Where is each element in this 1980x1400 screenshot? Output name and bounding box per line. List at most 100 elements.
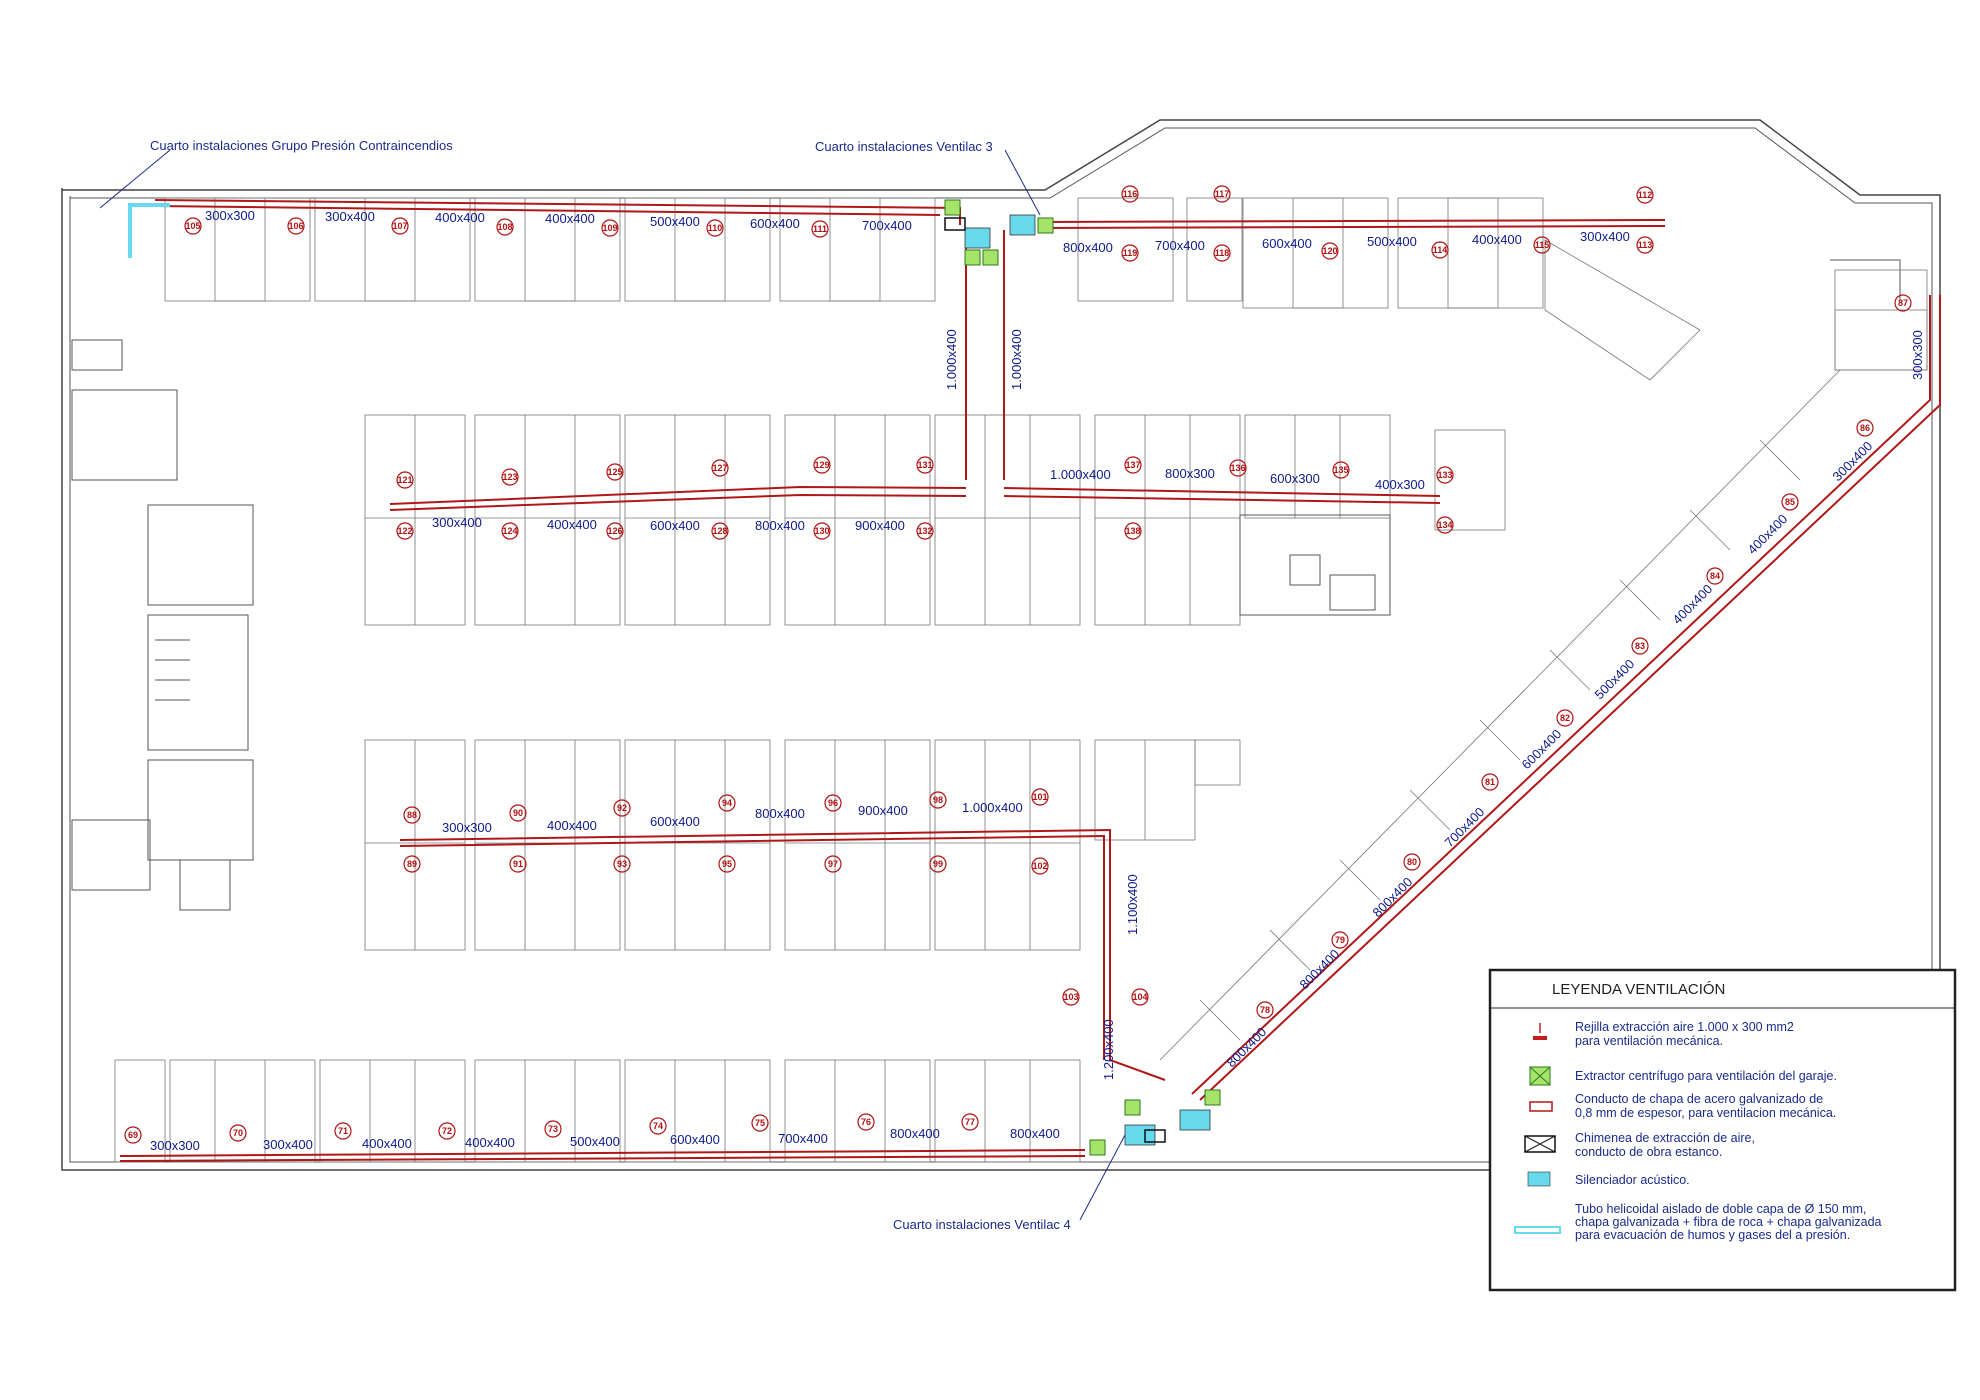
grille-marker	[929, 855, 947, 873]
grille-number: 129	[814, 460, 829, 470]
grille-marker	[613, 855, 631, 873]
room-callouts: Cuarto instalaciones Grupo Presión Contr…	[99, 138, 1126, 1232]
duct-size-label: 800x400	[1010, 1126, 1060, 1141]
grille-number: 89	[407, 859, 417, 869]
grille-number: 101	[1032, 792, 1047, 802]
extractors	[944, 199, 1221, 1156]
grille-marker	[1213, 244, 1231, 262]
grille-marker	[711, 522, 729, 540]
grille-marker	[1706, 567, 1724, 585]
duct-size-label: 400x400	[1670, 581, 1716, 627]
silencer-icon	[1527, 1171, 1551, 1187]
grille-number: 136	[1230, 463, 1245, 473]
duct-size-label: 800x400	[755, 806, 805, 821]
grille-marker	[718, 794, 736, 812]
grille-marker	[1436, 466, 1454, 484]
grille-marker	[606, 463, 624, 481]
duct-size-label: 600x400	[1262, 236, 1312, 251]
duct-size-label: 500x400	[570, 1134, 620, 1149]
duct-size-label: 600x400	[650, 518, 700, 533]
duct-size-label: 1.100x400	[1125, 874, 1140, 935]
duct-size-label: 600x400	[670, 1132, 720, 1147]
grille-number: 83	[1635, 641, 1645, 651]
grille-marker	[1894, 294, 1912, 312]
grille-number: 98	[933, 795, 943, 805]
grille-number: 73	[548, 1124, 558, 1134]
duct-icon	[1529, 1101, 1553, 1112]
grille-marker	[1636, 186, 1654, 204]
grille-marker	[1856, 419, 1874, 437]
grille-marker	[1031, 857, 1049, 875]
grille-marker	[1636, 236, 1654, 254]
duct-size-label: 400x400	[362, 1136, 412, 1151]
grille-number: 130	[814, 526, 829, 536]
legend-silencer-line1: Silenciador acústico.	[1575, 1173, 1690, 1187]
duct-size-label: 900x400	[855, 518, 905, 533]
grille-number: 105	[185, 221, 200, 231]
grille-marker	[1781, 493, 1799, 511]
grille-marker	[824, 855, 842, 873]
grille-number: 131	[917, 460, 932, 470]
duct-size-label: 300x300	[1910, 330, 1925, 380]
helical-tube	[128, 203, 170, 258]
grille-number: 77	[965, 1117, 975, 1127]
grille-marker	[1121, 244, 1139, 262]
parking-stalls	[114, 197, 1928, 1163]
duct-size-label: 800x400	[755, 518, 805, 533]
grille-marker	[403, 855, 421, 873]
grille-marker	[649, 1117, 667, 1135]
legend-duct-line1: Conducto de chapa de acero galvanizado d…	[1575, 1092, 1823, 1106]
grille-number: 132	[917, 526, 932, 536]
grille-number: 137	[1125, 460, 1140, 470]
duct-size-label: 900x400	[858, 803, 908, 818]
grille-marker	[1131, 988, 1149, 1006]
grille-number: 121	[397, 475, 412, 485]
grille-marker	[1403, 853, 1421, 871]
grille-marker	[287, 217, 305, 235]
duct-size-label: 1.000x400	[1050, 467, 1111, 482]
grille-number: 85	[1785, 497, 1795, 507]
duct-size-label: 300x300	[442, 820, 492, 835]
grille-number: 104	[1132, 992, 1147, 1002]
grille-marker	[1031, 788, 1049, 806]
room-label-grupo-presion: Cuarto instalaciones Grupo Presión Contr…	[150, 138, 453, 153]
legend-grille-line2: para ventilación mecánica.	[1575, 1034, 1723, 1048]
grille-number: 124	[502, 526, 517, 536]
grille-marker	[438, 1122, 456, 1140]
duct-size-label: 400x400	[1745, 511, 1791, 557]
grille-marker	[124, 1126, 142, 1144]
grille-marker	[334, 1122, 352, 1140]
grille-number: 115	[1535, 240, 1550, 250]
grille-number: 94	[722, 798, 732, 808]
grille-marker	[718, 855, 736, 873]
grille-number: 112	[1638, 190, 1653, 200]
duct-size-label: 600x400	[750, 216, 800, 231]
ducts	[119, 199, 1941, 1162]
extractor-icon	[1529, 1066, 1551, 1086]
duct-size-label: 800x400	[890, 1126, 940, 1141]
grille-number: 117	[1215, 189, 1230, 199]
grille-number: 71	[338, 1126, 348, 1136]
grille-number: 106	[288, 221, 303, 231]
grille-marker	[1321, 242, 1339, 260]
grille-marker	[961, 1113, 979, 1131]
grille-number: 123	[502, 472, 517, 482]
grille-marker	[811, 220, 829, 238]
duct-size-label: 300x300	[150, 1138, 200, 1153]
grille-icon	[1533, 1023, 1547, 1040]
grille-marker	[613, 799, 631, 817]
grille-marker	[1431, 241, 1449, 259]
grille-marker	[916, 522, 934, 540]
duct-size-label: 700x400	[1442, 804, 1488, 850]
grille-number: 111	[813, 224, 827, 234]
duct-size-label: 300x400	[432, 515, 482, 530]
grille-marker	[813, 522, 831, 540]
grille-marker	[857, 1113, 875, 1131]
grille-marker	[544, 1120, 562, 1138]
grille-marker	[403, 806, 421, 824]
legend-grille-line1: Rejilla extracción aire 1.000 x 300 mm2	[1575, 1020, 1794, 1034]
legend-chimney-line2: conducto de obra estanco.	[1575, 1145, 1722, 1159]
legend-tube-line2: chapa galvanizada + fibra de roca + chap…	[1575, 1215, 1882, 1229]
